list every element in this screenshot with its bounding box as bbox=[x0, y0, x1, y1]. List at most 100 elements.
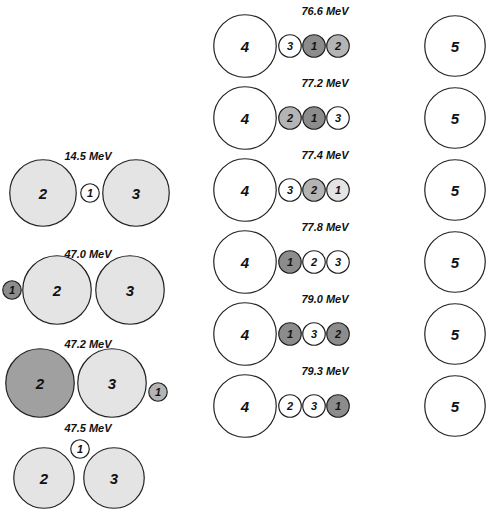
nucleus-number: 2 bbox=[335, 41, 341, 52]
circle-shape bbox=[303, 251, 326, 274]
nucleus-number: 2 bbox=[287, 401, 293, 412]
circle-shape bbox=[279, 323, 302, 346]
circle-shape bbox=[84, 448, 145, 509]
nucleus-number: 5 bbox=[451, 183, 459, 198]
circle-shape bbox=[81, 184, 100, 203]
nucleus-circle: 4 bbox=[213, 86, 277, 150]
nucleus-circle: 3 bbox=[278, 178, 302, 202]
circle-shape bbox=[303, 179, 326, 202]
nucleus-number: 1 bbox=[335, 401, 341, 412]
circle-shape bbox=[279, 107, 302, 130]
nucleus-number: 1 bbox=[87, 188, 93, 199]
nucleus-circle: 3 bbox=[95, 255, 165, 325]
circle-shape bbox=[23, 256, 92, 325]
nucleus-number: 1 bbox=[287, 257, 293, 268]
circle-shape bbox=[303, 107, 326, 130]
nucleus-number: 3 bbox=[335, 257, 341, 268]
circle-shape bbox=[78, 349, 147, 418]
nucleus-circle: 2 bbox=[302, 178, 326, 202]
circle-shape bbox=[327, 251, 350, 274]
circle-shape bbox=[214, 159, 277, 222]
circle-shape bbox=[279, 251, 302, 274]
nucleus-circle: 5 bbox=[424, 15, 486, 77]
nucleus-number: 5 bbox=[451, 111, 459, 126]
nucleus-circle: 1 bbox=[326, 178, 350, 202]
nucleus-number: 3 bbox=[126, 283, 134, 298]
nucleus-circle: 1 bbox=[2, 280, 22, 300]
nucleus-number: 3 bbox=[132, 186, 140, 201]
energy-label: 77.4 MeV bbox=[301, 150, 348, 161]
nucleus-circle: 3 bbox=[302, 394, 326, 418]
nucleus-circle: 5 bbox=[424, 303, 486, 365]
nucleus-circle: 5 bbox=[424, 87, 486, 149]
circle-shape bbox=[327, 323, 350, 346]
energy-label: 47.2 MeV bbox=[64, 339, 111, 350]
nucleus-number: 1 bbox=[77, 444, 83, 455]
nucleus-circle: 3 bbox=[102, 159, 170, 227]
circle-shape bbox=[327, 35, 350, 58]
nucleus-circle: 4 bbox=[213, 14, 277, 78]
circle-shape bbox=[425, 376, 486, 437]
circle-shape bbox=[425, 304, 486, 365]
nucleus-number: 1 bbox=[287, 329, 293, 340]
circle-shape bbox=[303, 35, 326, 58]
circle-shape bbox=[327, 179, 350, 202]
circle-shape bbox=[279, 35, 302, 58]
energy-label: 14.5 MeV bbox=[64, 151, 111, 162]
circle-shape bbox=[14, 448, 75, 509]
nucleus-number: 2 bbox=[53, 283, 61, 298]
circle-shape bbox=[10, 160, 77, 227]
nucleus-circle: 5 bbox=[424, 231, 486, 293]
circle-shape bbox=[425, 232, 486, 293]
nucleus-circle: 4 bbox=[213, 230, 277, 294]
nucleus-circle: 5 bbox=[424, 375, 486, 437]
nucleus-circle: 1 bbox=[70, 439, 90, 459]
circle-shape bbox=[327, 395, 350, 418]
nucleus-circle: 1 bbox=[80, 183, 100, 203]
circle-shape bbox=[214, 15, 277, 78]
nucleus-circle: 4 bbox=[213, 374, 277, 438]
nucleus-circle: 2 bbox=[5, 348, 75, 418]
energy-label: 79.3 MeV bbox=[301, 366, 348, 377]
nucleus-number: 2 bbox=[39, 186, 47, 201]
nucleus-number: 2 bbox=[40, 471, 48, 486]
energy-label: 47.0 MeV bbox=[64, 249, 111, 260]
nucleus-circle: 1 bbox=[278, 322, 302, 346]
circle-shape bbox=[71, 440, 90, 459]
nucleus-number: 2 bbox=[287, 113, 293, 124]
nucleus-circle: 1 bbox=[302, 34, 326, 58]
nucleus-number: 1 bbox=[9, 285, 15, 296]
circle-shape bbox=[425, 88, 486, 149]
nucleus-number: 3 bbox=[311, 329, 317, 340]
nucleus-circle: 1 bbox=[148, 382, 168, 402]
nucleus-circle: 5 bbox=[424, 159, 486, 221]
circle-shape bbox=[103, 160, 170, 227]
nucleus-circle: 3 bbox=[326, 106, 350, 130]
nucleus-number: 1 bbox=[155, 387, 161, 398]
nucleus-circle: 2 bbox=[9, 159, 77, 227]
circle-shape bbox=[303, 395, 326, 418]
nucleus-number: 4 bbox=[241, 327, 249, 342]
nucleus-number: 2 bbox=[311, 257, 317, 268]
circle-shape bbox=[6, 349, 75, 418]
nucleus-circle: 3 bbox=[83, 447, 145, 509]
nucleus-circle: 4 bbox=[213, 302, 277, 366]
energy-label: 47.5 MeV bbox=[64, 423, 111, 434]
circle-shape bbox=[303, 323, 326, 346]
nucleus-number: 5 bbox=[451, 39, 459, 54]
circle-shape bbox=[279, 395, 302, 418]
nucleus-number: 3 bbox=[287, 41, 293, 52]
nucleus-circle: 4 bbox=[213, 158, 277, 222]
circle-shape bbox=[214, 87, 277, 150]
circle-shape bbox=[214, 303, 277, 366]
energy-label: 79.0 MeV bbox=[301, 294, 348, 305]
circle-shape bbox=[279, 179, 302, 202]
nucleus-circle: 2 bbox=[302, 250, 326, 274]
circle-shape bbox=[425, 160, 486, 221]
nucleus-number: 4 bbox=[241, 39, 249, 54]
nucleus-circle: 2 bbox=[326, 322, 350, 346]
nucleus-number: 5 bbox=[451, 399, 459, 414]
nucleus-circle: 2 bbox=[326, 34, 350, 58]
nucleus-circle: 2 bbox=[278, 394, 302, 418]
